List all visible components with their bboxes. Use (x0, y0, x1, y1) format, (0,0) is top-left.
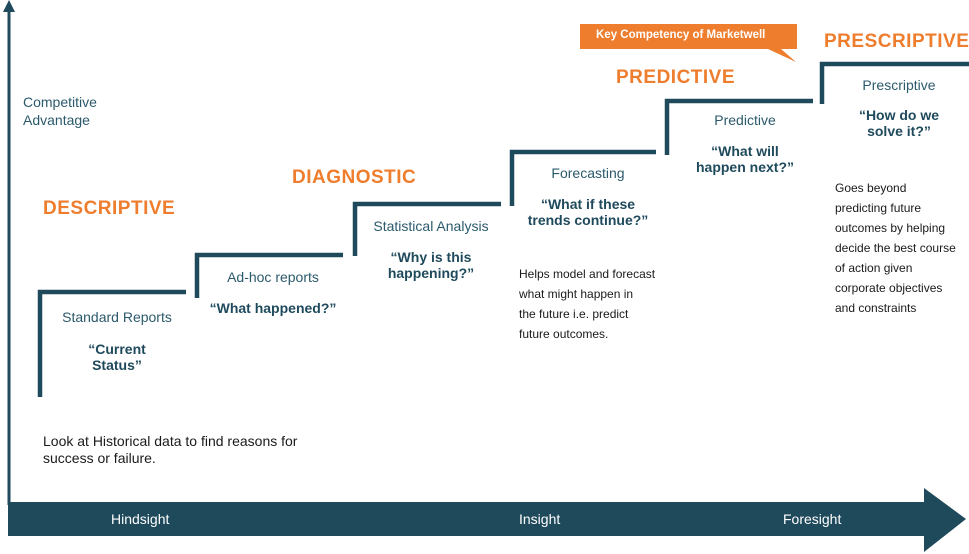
step-2-bracket (194, 252, 343, 298)
note-forecasting: Helps model and forecast what might happ… (519, 267, 656, 341)
phase-descriptive: DESCRIPTIVE (43, 198, 176, 219)
step-3-bracket (352, 201, 501, 256)
x-axis-label-hindsight: Hindsight (111, 511, 170, 527)
key-competency-badge-shape (580, 24, 797, 62)
step-label-forecasting: Forecasting (551, 165, 625, 181)
x-axis-arrow (8, 488, 966, 552)
step-label-ad-hoc-reports: Ad-hoc reports (227, 269, 319, 285)
phase-predictive: PREDICTIVE (616, 67, 736, 88)
x-axis-label-foresight: Foresight (783, 511, 842, 527)
note-prescriptive: Goes beyond predicting future outcomes b… (835, 181, 956, 315)
step-label-prescriptive: Prescriptive (862, 77, 936, 93)
step-label-predictive: Predictive (714, 112, 776, 128)
step-1-bracket (37, 289, 186, 397)
x-axis-label-insight: Insight (519, 511, 561, 527)
step-5-bracket (664, 98, 813, 155)
key-competency-badge: Key Competency of Marketwell (596, 29, 766, 41)
step-question-what-if-trends: “What if these trends continue?” (527, 196, 649, 228)
y-axis-arrowhead (3, 0, 15, 12)
step-question-current-status: “Current Status” (88, 341, 146, 373)
step-question-what-will-happen: “What will happen next?” (695, 143, 794, 175)
step-6-bracket (819, 61, 969, 104)
note-descriptive: Look at Historical data to find reasons … (43, 433, 298, 466)
phase-prescriptive: PRESCRIPTIVE (824, 31, 969, 52)
step-question-what-happened: “What happened?” (209, 300, 337, 316)
step-label-standard-reports: Standard Reports (62, 309, 172, 325)
step-4-bracket (509, 149, 656, 206)
step-question-how-solve: “How do we solve it?” (858, 107, 940, 139)
step-label-statistical-analysis: Statistical Analysis (373, 218, 489, 234)
step-question-why-happening: “Why is this happening?” (387, 249, 475, 281)
y-axis-label: Competitive Advantage (23, 94, 97, 128)
phase-diagnostic: DIAGNOSTIC (292, 167, 417, 188)
